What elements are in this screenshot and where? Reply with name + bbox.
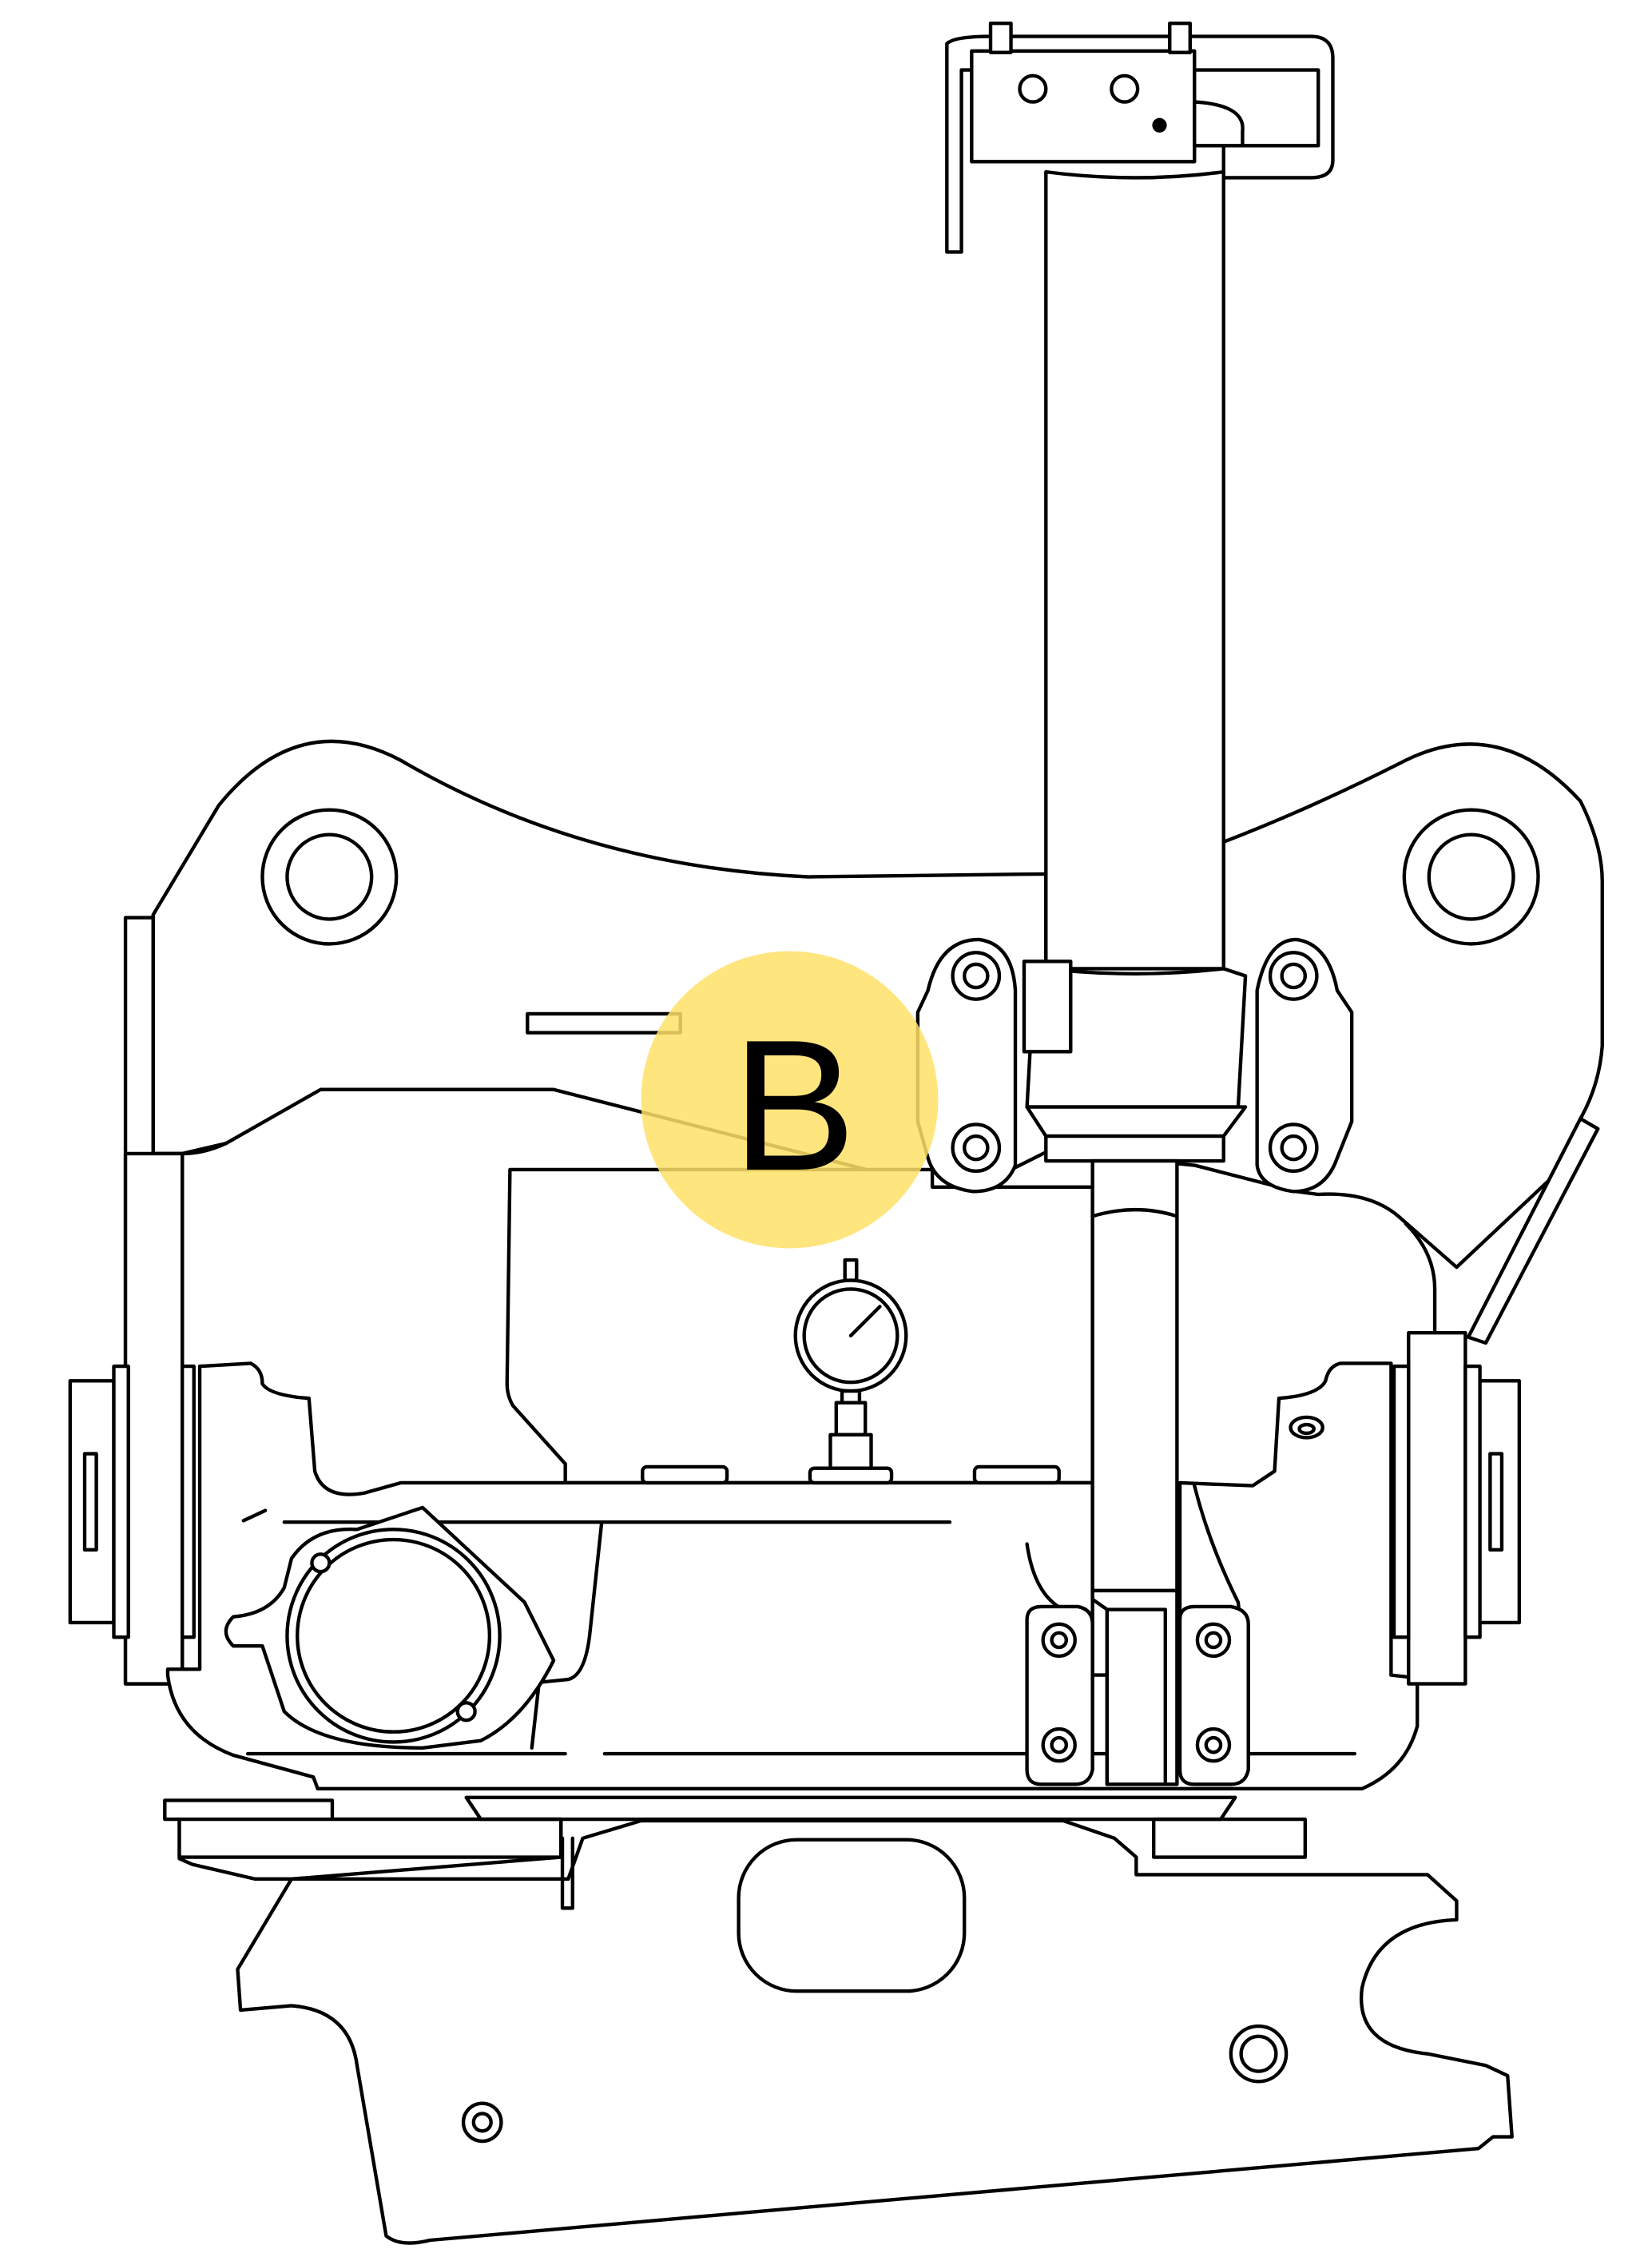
- pressure-gauge-icon: [793, 1258, 908, 1485]
- locking-cylinder: [915, 21, 1354, 1786]
- front-pin: [224, 1505, 556, 1750]
- callout-label: B: [732, 1002, 856, 1210]
- callout-circle: [641, 951, 939, 1249]
- callout-b: B: [641, 951, 939, 1249]
- base-jaw: [163, 1795, 1514, 2245]
